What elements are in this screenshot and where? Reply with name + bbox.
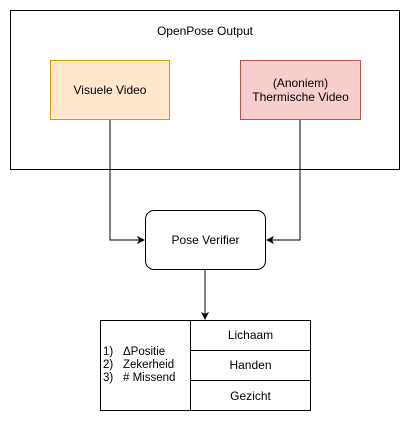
metric-number: 3) bbox=[103, 372, 114, 384]
container-title: OpenPose Output bbox=[156, 24, 254, 38]
thermal-video-node: (Anoniem) Thermische Video bbox=[240, 60, 361, 120]
visual-video-node: Visuele Video bbox=[50, 60, 170, 120]
cell-divider bbox=[190, 380, 311, 381]
thermal-video-label-line1: (Anoniem) bbox=[272, 76, 329, 90]
metric-label: # Missend bbox=[123, 372, 176, 384]
edge-visual-to-verifier bbox=[109, 120, 145, 244]
metric-item: 3) # Missend bbox=[103, 372, 191, 385]
metric-number: 1) bbox=[103, 346, 114, 358]
metric-label: ΔPositie bbox=[123, 346, 166, 358]
body-part-cell: Gezicht bbox=[230, 389, 271, 403]
body-part-cell: Lichaam bbox=[227, 328, 274, 342]
metric-label: Zekerheid bbox=[123, 359, 175, 371]
metric-item: 2) Zekerheid bbox=[103, 359, 191, 372]
cell-divider bbox=[190, 350, 311, 351]
metrics-table bbox=[100, 320, 311, 411]
metrics-list: 1) ΔPositie 2) Zekerheid 3) # Missend bbox=[103, 346, 191, 385]
metric-item: 1) ΔPositie bbox=[103, 346, 191, 359]
metric-number: 2) bbox=[103, 359, 114, 371]
metrics-list-cell bbox=[100, 320, 191, 411]
edge-thermal-to-verifier bbox=[266, 120, 301, 244]
thermal-video-label-line2: Thermische Video bbox=[252, 90, 349, 104]
pose-verifier-node: Pose Verifier bbox=[145, 210, 266, 270]
body-part-cell: Handen bbox=[229, 358, 272, 372]
